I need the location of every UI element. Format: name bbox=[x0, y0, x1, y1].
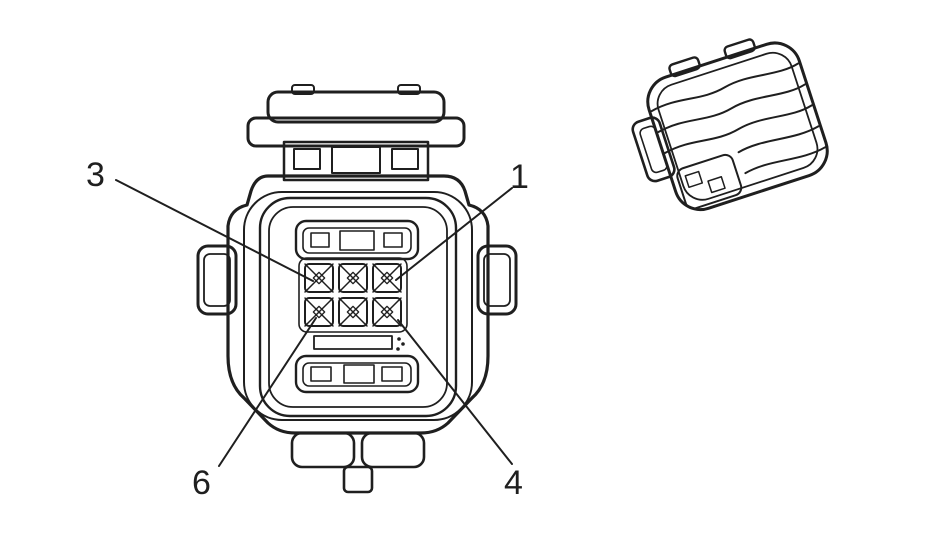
terminal-3 bbox=[304, 263, 334, 293]
perspective-latch bbox=[631, 116, 676, 183]
latch-window-right bbox=[391, 148, 419, 170]
seal-outer bbox=[258, 196, 458, 418]
connector-front-view bbox=[196, 84, 518, 494]
callout-label-4: 4 bbox=[504, 464, 523, 502]
perspective-rib bbox=[657, 83, 806, 134]
perspective-latch-inner bbox=[639, 125, 668, 174]
mount-ear-left-inner bbox=[203, 253, 231, 307]
index-dot bbox=[401, 342, 405, 346]
bottom-tab bbox=[342, 465, 374, 494]
terminal-2 bbox=[338, 263, 368, 293]
perspective-rib bbox=[664, 104, 813, 154]
callout-leader-1 bbox=[395, 187, 513, 281]
perspective-top-nub-right bbox=[723, 38, 756, 60]
perspective-body-inner bbox=[656, 51, 819, 201]
top-slot-inner bbox=[302, 227, 412, 254]
terminal-grid-frame bbox=[298, 257, 408, 333]
mount-ear-right bbox=[476, 244, 518, 316]
slot-detail bbox=[339, 230, 375, 251]
index-dot bbox=[397, 337, 401, 341]
top-cap-bump-right bbox=[397, 84, 421, 95]
perspective-cavity bbox=[676, 153, 743, 210]
perspective-rib bbox=[737, 125, 820, 154]
latch-window-center bbox=[331, 146, 381, 174]
latch-window-left bbox=[293, 148, 321, 170]
perspective-cavity-terminal bbox=[684, 170, 704, 189]
callout-leader-3 bbox=[115, 179, 314, 282]
terminal-4 bbox=[372, 297, 402, 327]
slot-detail bbox=[310, 232, 330, 248]
body-outline bbox=[226, 174, 490, 435]
slot-detail bbox=[310, 366, 332, 382]
slot-detail bbox=[343, 364, 375, 384]
slot-detail bbox=[381, 366, 403, 382]
bottom-slot-inner bbox=[302, 362, 412, 387]
bottom-slot bbox=[294, 354, 420, 394]
foot-left bbox=[290, 431, 356, 469]
slot-detail bbox=[383, 232, 403, 248]
callout-label-1: 1 bbox=[510, 158, 529, 196]
foot-right bbox=[360, 431, 426, 469]
mount-ear-left bbox=[196, 244, 238, 316]
latch-block bbox=[282, 140, 430, 182]
terminal-1 bbox=[372, 263, 402, 293]
seal-inner bbox=[268, 206, 448, 408]
callout-label-3: 3 bbox=[86, 156, 105, 194]
callout-label-6: 6 bbox=[192, 464, 211, 502]
top-slot bbox=[294, 219, 420, 261]
terminal-6 bbox=[304, 297, 334, 327]
perspective-top-nub-left bbox=[668, 56, 701, 78]
index-dot bbox=[396, 347, 400, 351]
perspective-rib bbox=[650, 62, 800, 113]
top-cap-bump-left bbox=[291, 84, 315, 95]
mount-ear-right-inner bbox=[483, 253, 511, 307]
index-slot bbox=[313, 335, 393, 350]
callout-leader-4 bbox=[397, 319, 513, 465]
body-inner-wall bbox=[243, 191, 473, 421]
top-cap bbox=[266, 90, 446, 124]
connector-perspective-view bbox=[631, 38, 829, 212]
terminal-5 bbox=[338, 297, 368, 327]
callout-leader-6 bbox=[218, 317, 317, 467]
perspective-cavity-terminal bbox=[707, 176, 726, 194]
callout-leaders bbox=[115, 179, 513, 467]
perspective-rib bbox=[744, 146, 827, 175]
